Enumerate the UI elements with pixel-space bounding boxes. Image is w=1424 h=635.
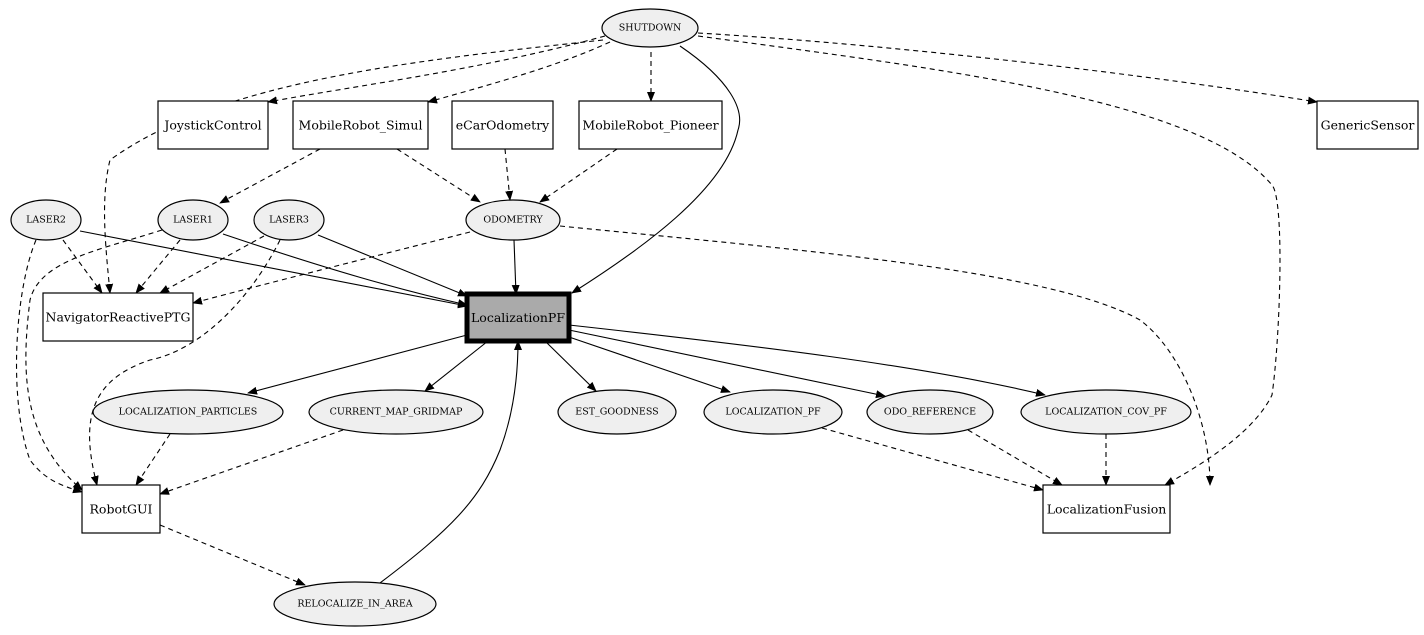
node-localizationfusion[interactable]: LocalizationFusion xyxy=(1042,484,1171,534)
node-laser1[interactable]: LASER1 xyxy=(157,199,229,241)
edge-shutdown-to-generic xyxy=(697,32,1318,105)
node-robotgui-label: RobotGUI xyxy=(90,502,153,517)
edge-locpf-to-gridmap xyxy=(424,340,489,392)
node-est-goodness-label: EST_GOODNESS xyxy=(575,407,658,418)
nodes-layer: SHUTDOWN JoystickControl MobileRobot_Sim… xyxy=(10,8,1419,627)
node-localization-particles-label: LOCALIZATION_PARTICLES xyxy=(119,407,258,418)
node-localizationfusion-label: LocalizationFusion xyxy=(1047,502,1167,517)
edge-odometry-to-nav xyxy=(192,231,471,305)
edge-shutdown-to-nav xyxy=(103,39,604,294)
edge-laser1-to-locpf xyxy=(222,233,468,307)
node-current-map-gridmap-label: CURRENT_MAP_GRIDMAP xyxy=(330,407,463,418)
node-genericsensor-label: GenericSensor xyxy=(1321,118,1415,133)
edge-locpf-to-odoref xyxy=(568,329,886,399)
node-ecarodometry-label: eCarOdometry xyxy=(456,118,550,133)
node-localization-cov-pf[interactable]: LOCALIZATION_COV_PF xyxy=(1020,389,1192,435)
edge-locpf-to-locparticles xyxy=(247,334,468,395)
node-odometry-label: ODOMETRY xyxy=(483,215,543,226)
edge-laser3-to-nav xyxy=(159,235,265,294)
node-laser3[interactable]: LASER3 xyxy=(253,199,325,241)
node-ecarodometry[interactable]: eCarOdometry xyxy=(451,100,554,150)
node-joystickcontrol[interactable]: JoystickControl xyxy=(157,100,269,150)
node-robotgui[interactable]: RobotGUI xyxy=(81,484,161,534)
edge-mrsimul-to-laser1 xyxy=(219,148,321,204)
node-current-map-gridmap[interactable]: CURRENT_MAP_GRIDMAP xyxy=(308,389,484,435)
node-odometry[interactable]: ODOMETRY xyxy=(465,199,561,241)
edge-laser1-to-robotgui xyxy=(25,229,163,491)
node-shutdown[interactable]: SHUTDOWN xyxy=(601,8,699,48)
edge-ecar-to-odometry xyxy=(504,148,514,201)
node-est-goodness[interactable]: EST_GOODNESS xyxy=(557,389,677,435)
edge-locparticles-to-robotgui xyxy=(135,433,171,486)
node-laser3-label: LASER3 xyxy=(269,215,309,226)
node-shutdown-label: SHUTDOWN xyxy=(619,23,682,34)
edge-shutdown-to-mrsimul xyxy=(427,41,611,104)
node-localization-pf-label: LOCALIZATION_PF xyxy=(725,407,821,418)
edge-locpf-to-estgood xyxy=(544,340,597,392)
edge-laser3-to-locpf xyxy=(317,234,468,297)
node-mobilerobot-pioneer-label: MobileRobot_Pioneer xyxy=(582,118,718,133)
node-laser2[interactable]: LASER2 xyxy=(10,199,82,241)
edge-reloc-to-locpf xyxy=(379,340,522,584)
edges-layer xyxy=(15,32,1318,586)
edge-locpf-to-loccov xyxy=(568,324,1046,397)
node-genericsensor[interactable]: GenericSensor xyxy=(1316,100,1419,150)
edge-shutdown-to-locfusion xyxy=(697,35,1281,486)
node-localization-particles[interactable]: LOCALIZATION_PARTICLES xyxy=(92,389,284,435)
node-localization-cov-pf-label: LOCALIZATION_COV_PF xyxy=(1045,407,1167,418)
edge-shutdown-to-locpf xyxy=(571,45,741,294)
edge-mrpioneer-to-odometry xyxy=(539,148,618,203)
node-joystickcontrol-label: JoystickControl xyxy=(162,118,261,133)
node-odo-reference[interactable]: ODO_REFERENCE xyxy=(866,389,994,435)
node-laser2-label: LASER2 xyxy=(26,215,66,226)
edge-gridmap-to-robotgui xyxy=(159,429,344,495)
edge-locpf-to-loc_pf xyxy=(568,336,731,393)
node-mobilerobot-simul[interactable]: MobileRobot_Simul xyxy=(292,100,429,150)
node-navigatorreactiveptg[interactable]: NavigatorReactivePTG xyxy=(42,292,194,342)
edge-loc_pf-to-locfusion xyxy=(821,427,1044,492)
edge-laser3-to-robotgui xyxy=(89,239,281,486)
node-mobilerobot-simul-label: MobileRobot_Simul xyxy=(299,118,423,133)
node-localization-pf[interactable]: LOCALIZATION_PF xyxy=(703,389,843,435)
node-laser1-label: LASER1 xyxy=(173,215,213,226)
edge-laser1-to-nav xyxy=(135,239,181,294)
edge-shutdown-to-joystick xyxy=(267,35,606,105)
edge-odometry-to-locpf xyxy=(511,239,520,295)
node-relocalize-in-area[interactable]: RELOCALIZE_IN_AREA xyxy=(273,581,437,627)
edge-laser2-to-robotgui xyxy=(15,239,83,494)
node-localizationpf[interactable]: LocalizationPF xyxy=(464,291,572,344)
node-navigatorreactiveptg-label: NavigatorReactivePTG xyxy=(46,310,191,325)
edge-laser2-to-nav xyxy=(62,239,103,294)
edge-mrsimul-to-odometry xyxy=(396,148,481,203)
edge-laser2-to-locpf xyxy=(79,230,468,309)
node-localizationpf-label: LocalizationPF xyxy=(471,310,565,325)
edge-odoref-to-locfusion xyxy=(967,429,1063,486)
node-odo-reference-label: ODO_REFERENCE xyxy=(884,407,976,418)
node-relocalize-in-area-label: RELOCALIZE_IN_AREA xyxy=(297,599,412,610)
node-mobilerobot-pioneer[interactable]: MobileRobot_Pioneer xyxy=(578,100,723,150)
edge-odometry-to-locfusion xyxy=(559,225,1214,486)
edge-robotgui-to-reloc xyxy=(159,524,306,586)
